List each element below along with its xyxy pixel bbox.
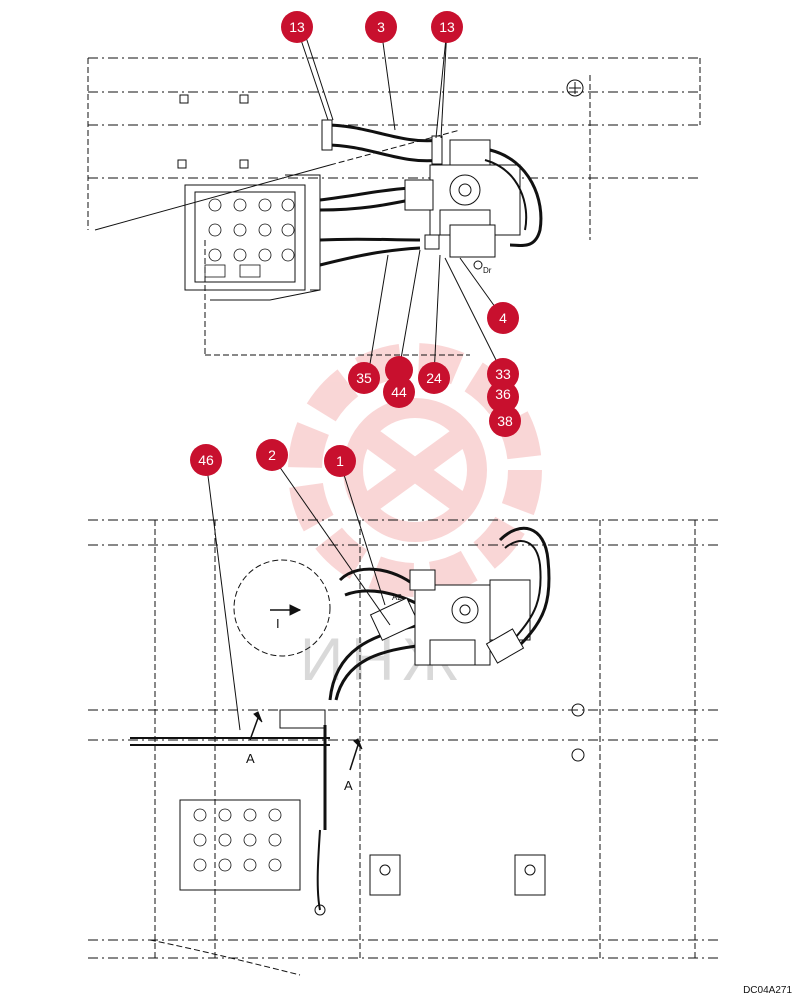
leader-lines-bottom: [205, 455, 391, 731]
callout-13-right[interactable]: 13: [431, 11, 463, 43]
top-view: Dr: [87, 57, 701, 356]
callout-2[interactable]: 2: [256, 439, 288, 471]
svg-text:13: 13: [289, 19, 305, 35]
callout-1[interactable]: 1: [324, 445, 356, 477]
callout-46[interactable]: 46: [190, 444, 222, 476]
port-a2-label: A2: [392, 593, 402, 602]
svg-text:38: 38: [497, 413, 513, 429]
port-dr-label: Dr: [483, 266, 492, 275]
svg-text:2: 2: [268, 447, 276, 463]
svg-text:44: 44: [391, 384, 407, 400]
callout-3[interactable]: 3: [365, 11, 397, 43]
svg-text:13: 13: [439, 19, 455, 35]
callout-44[interactable]: 44: [383, 356, 415, 408]
reference-code: DC04A271: [743, 985, 792, 996]
callout-4[interactable]: 4: [487, 302, 519, 334]
section-a-right-label: A: [344, 778, 353, 793]
callout-35[interactable]: 35: [348, 362, 380, 394]
callout-38[interactable]: 38: [489, 405, 521, 437]
svg-text:46: 46: [198, 452, 214, 468]
callout-36[interactable]: 36: [487, 381, 519, 413]
view-marker-label: I: [276, 616, 280, 631]
callout-33[interactable]: 33: [487, 358, 519, 390]
svg-text:24: 24: [426, 370, 442, 386]
leader-lines-top: [296, 27, 504, 377]
svg-text:3: 3: [377, 19, 385, 35]
svg-text:36: 36: [495, 386, 511, 402]
svg-text:4: 4: [499, 310, 507, 326]
svg-text:1: 1: [336, 453, 344, 469]
callout-13-left[interactable]: 13: [281, 11, 313, 43]
svg-text:33: 33: [495, 366, 511, 382]
svg-text:35: 35: [356, 370, 372, 386]
callout-24[interactable]: 24: [418, 362, 450, 394]
bottom-view: I A A: [88, 519, 720, 976]
section-a-left-label: A: [246, 751, 255, 766]
